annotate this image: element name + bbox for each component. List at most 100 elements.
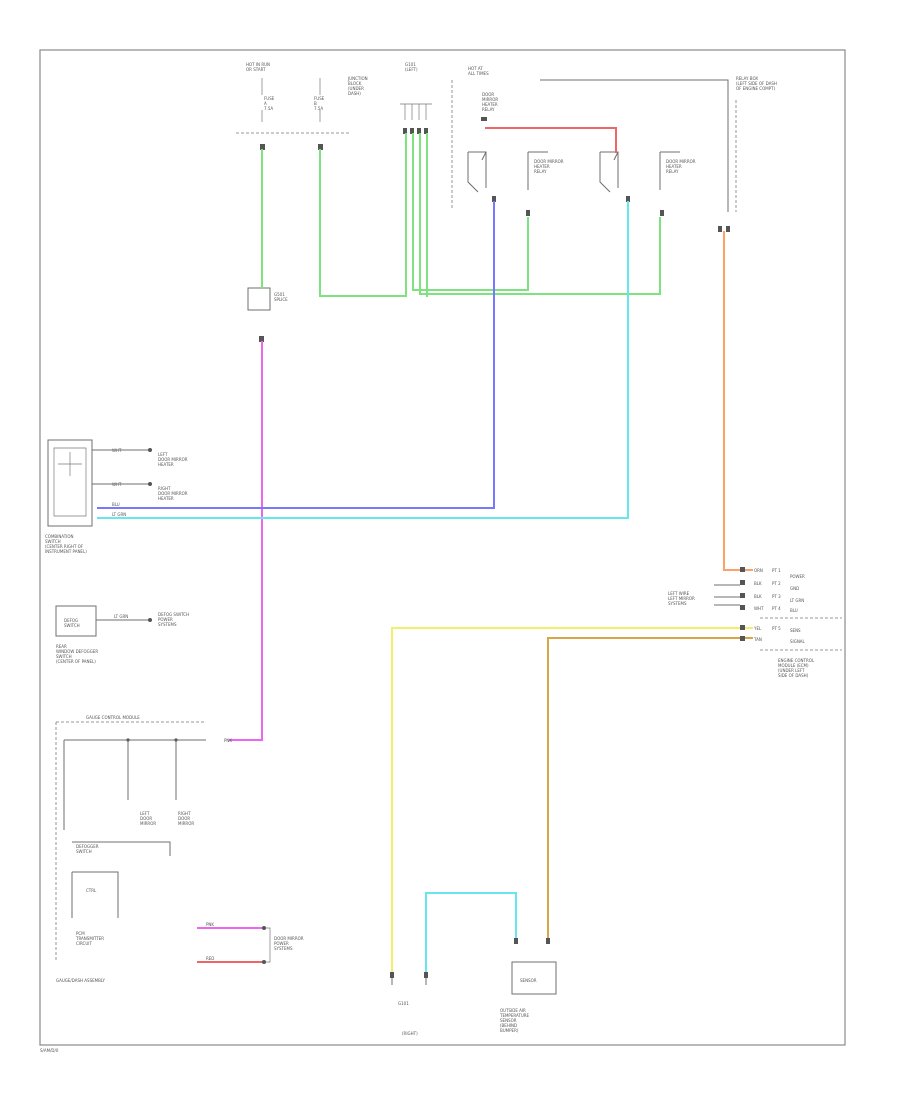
fuse-a-terminal [260, 144, 265, 150]
g-left-pin-4 [424, 128, 428, 134]
ecm-wire-5: YEL [753, 626, 762, 631]
relay-left-label: DOOR MIRROR HEATER RELAY [482, 92, 499, 112]
fuse-group: HOT IN RUN OR START FUSE A 7.5A FUSE B 7… [236, 62, 369, 150]
ecm-right-5: SENS [790, 628, 801, 633]
splice-g501: G501 SPLICE [247, 287, 288, 342]
relay-1-terminal-a [492, 196, 496, 202]
bottom-out-label: DOOR MIRROR POWER SYSTEMS [274, 936, 305, 951]
red-wire-feed [485, 127, 617, 153]
ecm-pin-5 [740, 625, 745, 630]
ecm-wire-2: BLK [754, 581, 762, 586]
ecm-pin-4 [740, 605, 745, 610]
ecm-pin-label-2: PT 2 [772, 581, 781, 586]
defog-box [55, 605, 97, 637]
wire-group [97, 127, 753, 976]
relay-box-right-line [540, 79, 729, 212]
pnk-wire-label: PNK [224, 738, 232, 743]
sensor-term-2 [546, 938, 550, 944]
ground-sub-label: (RIGHT) [402, 1031, 418, 1036]
yellow-wire [391, 627, 753, 976]
relay-box-right-label: RELAY BOX (LEFT SIDE OF DASH OF ENGINE C… [736, 76, 778, 91]
gauge-trans-label: DEFOGGER SWITCH [76, 844, 100, 854]
gauge-dashed-border [55, 721, 204, 960]
blue-wire [97, 201, 495, 509]
relay-1-switch [467, 151, 487, 193]
cyan-wire-sensor [425, 892, 517, 976]
relay-1-coil [527, 151, 548, 190]
rear-defog-label: REAR WINDOW DEFOGGER SWITCH (CENTER OF P… [56, 644, 99, 664]
ecm-pin-label-1: PT 1 [772, 568, 781, 573]
hot-run-label: HOT IN RUN OR START [246, 62, 271, 72]
mirror-term-1 [148, 448, 152, 452]
g-left-label: G101 (LEFT) [405, 62, 418, 72]
gauge-sub-1: LEFT DOOR MIRROR [140, 811, 156, 826]
relay-2-coil [659, 151, 680, 190]
bottom-outputs: PNK RED DOOR MIRROR POWER SYSTEMS [206, 922, 305, 964]
ecm-wire-4: WHT [754, 606, 764, 611]
mirror-out-2: RIGHT DOOR MIRROR HEATER [158, 486, 189, 501]
gauge-assembly: GAUGE CONTROL MODULE PNK LEFT DOOR MIRRO… [55, 715, 232, 983]
splice-terminal [259, 336, 264, 342]
relay-box-right-terminal [718, 226, 722, 232]
fuse-a-label: FUSE A 7.5A [264, 96, 276, 111]
ecm-out-label: LEFT WIRE LEFT MIRROR SYSTEMS [668, 591, 696, 606]
sensor-box [511, 961, 557, 995]
relay-coil-2-label: DOOR MIRROR HEATER RELAY [666, 159, 697, 174]
ecm-right-4: BLU [790, 608, 798, 613]
relay-box-right-terminal-2 [726, 226, 730, 232]
defog-label: DEFOG SWITCH [64, 618, 80, 628]
relay-coil-1-label: DOOR MIRROR HEATER RELAY [534, 159, 565, 174]
ecm-pin-label-4: PT 4 [772, 606, 781, 611]
ground-g101: G101 (RIGHT) [390, 972, 428, 1036]
mirror-wire-blu: BLU [112, 502, 120, 507]
mirror-connector-inner [53, 447, 87, 517]
ground-term-left [390, 972, 394, 978]
mirror-term-2 [148, 482, 152, 486]
tan-wire [547, 637, 753, 939]
orange-wire [723, 231, 753, 571]
pnk-bottom-label: PNK [206, 922, 214, 927]
mirror-connector-box [47, 439, 93, 527]
g-left-pin-2 [410, 128, 414, 134]
mirror-connector: WHT WHT LEFT DOOR MIRROR HEATER RIGHT DO… [45, 439, 189, 554]
ecm-connector: ORN BLK BLK WHT YEL TAN PT 1 PT 2 PT 3 P… [668, 567, 842, 678]
junction-box-label: JUNCTION BLOCK (UNDER DASH) [347, 76, 369, 96]
ecm-right-6: SIGNAL [790, 639, 806, 644]
hot-all-label: HOT AT ALL TIMES [468, 66, 489, 76]
gauge-ctl-label: CTRL [86, 888, 97, 893]
defog-out: DEFOG SWITCH POWER SYSTEMS [158, 612, 190, 627]
ground-term-right [424, 972, 428, 978]
green-wire-bus [319, 133, 661, 297]
ecm-wire-1: ORN [754, 568, 763, 573]
mirror-wire-ltgrn: LT GRN [112, 512, 126, 517]
relay-group: HOT AT ALL TIMES DOOR MIRROR HEATER RELA… [451, 66, 697, 216]
fuse-b-label: FUSE B 7.5A [314, 96, 326, 111]
g-left-bracket [400, 103, 432, 120]
sensor-label: OUTSIDE AIR TEMPERATURE SENSOR (BEHIND B… [499, 1008, 530, 1033]
defog-term [148, 618, 152, 622]
ecm-pin-1 [740, 567, 745, 572]
ecm-box-label: ENGINE CONTROL MODULE (ECM) (UNDER LEFT … [778, 658, 815, 678]
ecm-pin-label-3: PT 3 [772, 594, 781, 599]
bottom-bracket [266, 927, 271, 963]
ground-label: G101 [398, 1001, 409, 1006]
g-splice-label: G501 SPLICE [274, 292, 288, 302]
diagram-frame [39, 49, 846, 1046]
bottom-term-1 [262, 926, 266, 930]
sensor-assembly: SENSOR OUTSIDE AIR TEMPERATURE SENSOR (B… [499, 938, 557, 1033]
ecm-right-1: POWER [790, 574, 805, 579]
gauge-sub-2: RIGHT DOOR MIRROR [178, 811, 194, 826]
splice-box [247, 287, 271, 311]
footer-code: S/AM/D/0 [40, 1048, 59, 1053]
sensor-box-label: SENSOR [520, 978, 537, 983]
g-left-connector: G101 (LEFT) [400, 62, 432, 134]
relay-left-fuse [481, 117, 487, 121]
ecm-right-3: LT GRN [790, 598, 804, 603]
magenta-wire [229, 341, 263, 741]
ecm-right-2: GND [790, 586, 799, 591]
fuse-b-terminal [318, 144, 323, 150]
ecm-short-leads [714, 584, 740, 606]
ecm-wire-6: TAN [753, 637, 762, 642]
gauge-out-label: PCM TRANSMITTER CIRCUIT [75, 931, 105, 946]
g-left-pin-1 [403, 128, 407, 134]
